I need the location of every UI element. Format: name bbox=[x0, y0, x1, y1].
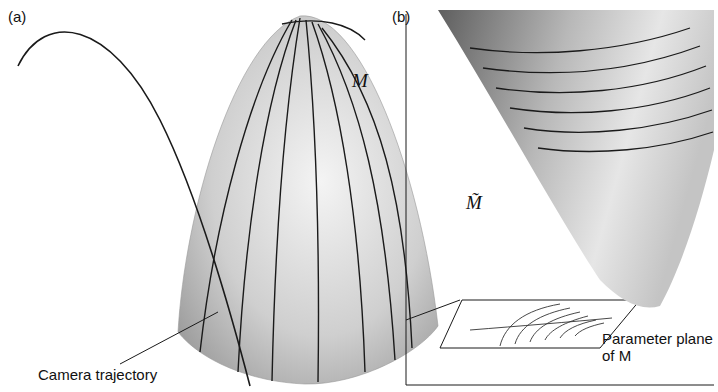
leader-line bbox=[120, 312, 218, 364]
paraboloid-surface bbox=[178, 16, 438, 384]
surface-label: M̃ bbox=[466, 192, 482, 214]
lifted-curves bbox=[470, 28, 713, 151]
panel-letter: (b) bbox=[392, 8, 410, 25]
surface-label: M bbox=[352, 70, 368, 92]
plane-curves bbox=[470, 304, 612, 346]
camera-trajectory bbox=[18, 32, 250, 386]
trajectory-label: Camera trajectory bbox=[38, 366, 157, 383]
panel-letter: (a) bbox=[8, 8, 26, 25]
surface-curves bbox=[200, 18, 412, 382]
lifted-surface bbox=[438, 10, 714, 308]
plane-label: Parameter plane of M bbox=[602, 330, 714, 365]
